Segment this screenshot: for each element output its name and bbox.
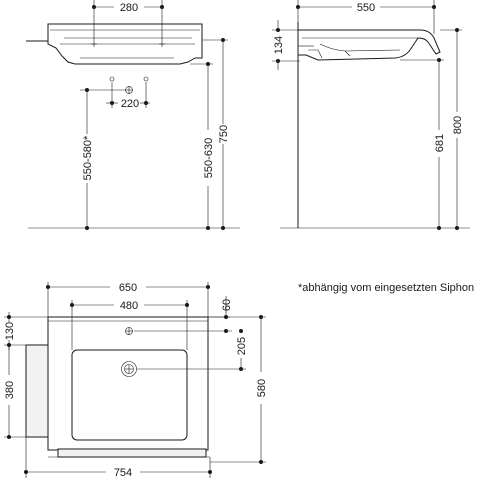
top-dim-650: 650 — [119, 282, 137, 294]
top-dim-205: 205 — [236, 337, 248, 355]
top-dim-60: 60 — [221, 299, 233, 311]
side-basin-profile — [298, 29, 441, 61]
front-dim-550-630: 550-630 — [203, 138, 215, 178]
top-dim-130: 130 — [4, 322, 16, 340]
front-basin-outline — [47, 23, 203, 65]
top-side-rail — [25, 344, 49, 438]
front-view: 280 220 550-580* 550-630 — [26, 0, 240, 230]
top-front-edge — [57, 448, 207, 458]
footnote: *abhängig vom eingesetzten Siphon — [298, 282, 474, 294]
front-fixing-left-icon — [109, 76, 115, 82]
top-dim-480: 480 — [120, 300, 138, 312]
front-dim-220: 220 — [121, 98, 139, 110]
front-dim-750: 750 — [218, 125, 230, 143]
top-view: 650 480 60 205 580 — [4, 282, 268, 479]
side-dim-800: 800 — [452, 116, 464, 134]
top-drain-outer-icon — [121, 361, 137, 377]
top-dim-580: 580 — [256, 379, 268, 397]
top-bowl-outline — [71, 349, 188, 441]
side-dim-134: 134 — [273, 36, 285, 54]
front-dim-280: 280 — [120, 2, 138, 14]
side-view: 550 134 681 800 — [272, 0, 470, 230]
front-fixing-right-icon — [143, 76, 149, 82]
top-dim-754: 754 — [114, 467, 132, 479]
front-dim-550-580: 550-580* — [82, 135, 94, 180]
top-dim-380: 380 — [4, 381, 16, 399]
top-drain-inner-icon — [124, 364, 134, 374]
side-dim-550: 550 — [357, 2, 375, 14]
side-dim-681: 681 — [434, 134, 446, 152]
